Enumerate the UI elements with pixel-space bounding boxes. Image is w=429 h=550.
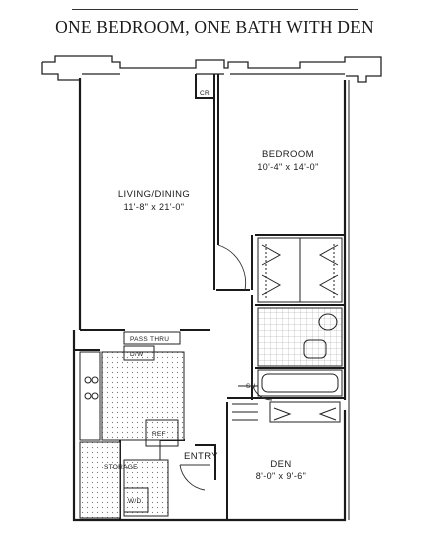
tag-washer-dryer: W/D (128, 498, 142, 505)
den-closet (232, 401, 341, 423)
room-dims-den: 8'-0" x 9'-6" (256, 471, 307, 481)
bathroom (238, 307, 343, 397)
room-label-den: DEN (270, 459, 291, 470)
bedroom-closets (257, 237, 343, 303)
title-rule (72, 9, 358, 10)
facade-top (41, 55, 382, 83)
kitchen (79, 331, 185, 519)
tag-refrigerator: REF (152, 431, 166, 438)
tag-closet: CR (200, 90, 210, 97)
room-dims-bedroom: 10'-4" x 14'-0" (257, 162, 318, 172)
plan-title: ONE BEDROOM, ONE BATH WITH DEN (55, 17, 374, 37)
room-label-bedroom: BEDROOM (262, 149, 314, 160)
tag-pass-thru: PASS THRU (130, 336, 169, 343)
room-dims-living-dining: 11'-8" x 21'-0" (124, 202, 185, 212)
tag-entry: ENTRY (184, 451, 218, 462)
exterior-walls (72, 78, 350, 522)
tag-storage: STORAGE (104, 464, 138, 471)
tag-dishwasher: D/W (130, 351, 144, 358)
tag-su: SU (246, 383, 256, 390)
room-label-living-dining: LIVING/DINING (118, 189, 190, 200)
